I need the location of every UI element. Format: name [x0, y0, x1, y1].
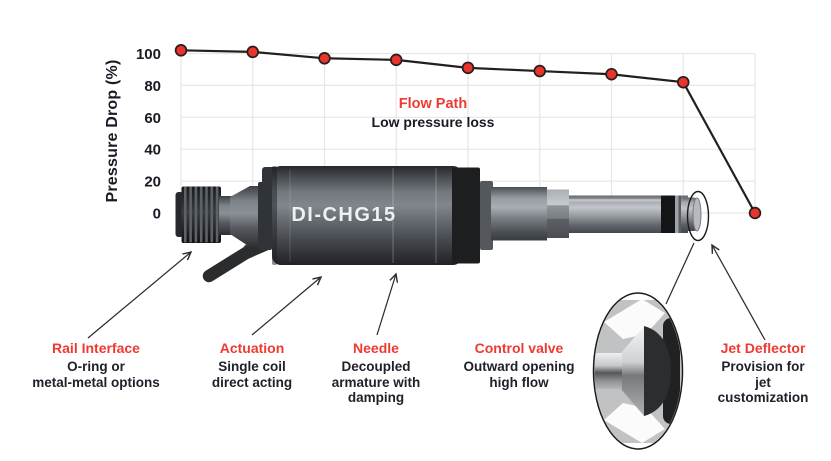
data-point — [246, 45, 260, 59]
nozzle — [452, 167, 702, 264]
data-point — [174, 44, 188, 57]
callout-desc: Outward opening high flow — [463, 359, 575, 390]
inset-link-line — [665, 242, 695, 305]
callout-rail-interface: Rail Interface O-ring or metal-metal opt… — [32, 340, 160, 390]
connector-cable — [202, 236, 273, 283]
injector-body: DI-CHG15 — [272, 166, 462, 265]
flow-path-subtitle: Low pressure loss — [371, 114, 495, 130]
tip-circle-marker — [686, 190, 710, 242]
model-label: DI-CHG15 — [291, 204, 396, 226]
needle-arrow — [376, 272, 399, 336]
rail-interface-arrow — [87, 250, 193, 339]
callout-desc: Provision for jet customization — [717, 359, 809, 405]
callout-title: Control valve — [474, 340, 564, 356]
callout-title: Needle — [353, 340, 399, 356]
y-tick-label: 40 — [144, 142, 161, 159]
valve-seat — [663, 318, 680, 424]
callout-desc: Decoupled armature with damping — [331, 359, 421, 405]
data-point — [533, 64, 546, 78]
y-tick-label: 20 — [144, 174, 161, 191]
callout-actuation: Actuation Single coil direct acting — [212, 340, 292, 390]
step-ring — [258, 182, 272, 250]
y-tick-label: 80 — [144, 78, 161, 95]
injector-render: DI-CHG15 — [175, 166, 710, 283]
data-point — [390, 53, 403, 67]
y-tick-label: 100 — [136, 46, 161, 63]
callout-jet-deflector: Jet Deflector Provision for jet customiz… — [718, 340, 809, 406]
callout-desc: Single coil direct acting — [211, 359, 293, 390]
flow-path-title: Flow Path — [398, 96, 468, 112]
valve-stem — [594, 353, 622, 389]
y-tick-label: 60 — [144, 110, 161, 127]
valve-head — [641, 326, 671, 416]
callout-title: Rail Interface — [52, 340, 140, 356]
valve-inset — [592, 292, 684, 450]
callout-title: Jet Deflector — [720, 340, 806, 356]
rail-thread — [175, 186, 221, 243]
hex-collar — [230, 186, 258, 247]
data-point — [748, 206, 762, 220]
y-tick-label: 0 — [153, 206, 161, 223]
flow-path-annotation: Flow Path Low pressure loss — [372, 96, 495, 130]
data-point — [461, 61, 475, 75]
callout-needle: Needle Decoupled armature with damping — [332, 340, 421, 406]
actuation-arrow — [251, 275, 323, 336]
data-point — [676, 75, 690, 89]
inlet-neck — [219, 196, 232, 235]
callout-desc: O-ring or metal-metal options — [32, 359, 160, 390]
data-point — [605, 67, 618, 81]
callout-title: Actuation — [219, 340, 285, 356]
jet-deflector-arrow — [711, 243, 766, 341]
callout-arrows — [87, 242, 766, 341]
callout-control-valve: Control valve Outward opening high flow — [464, 340, 575, 390]
valve-cone — [621, 326, 644, 416]
data-point — [318, 52, 331, 65]
